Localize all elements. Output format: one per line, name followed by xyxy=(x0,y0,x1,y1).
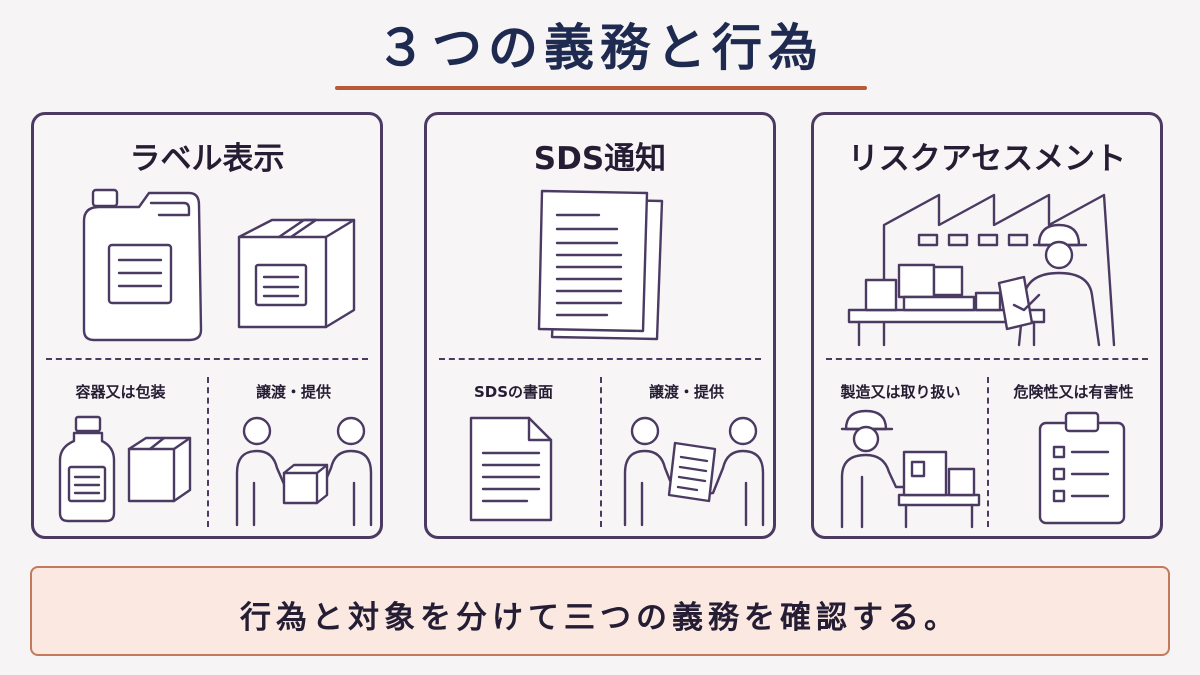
subtitle-left: 製造又は取り扱い xyxy=(840,383,961,401)
divider xyxy=(987,377,989,527)
title-underline xyxy=(335,86,867,90)
factory-inspector-icon xyxy=(847,193,1116,347)
divider xyxy=(46,358,368,360)
panel-sds-notice: SDS通知 SDSの書面 譲渡・提供 xyxy=(424,112,776,539)
clipboard-checklist-icon xyxy=(1038,411,1126,525)
divider xyxy=(439,358,761,360)
page-title: ３つの義務と行為 xyxy=(376,19,824,77)
bottle-icon xyxy=(58,415,116,523)
panel-risk-assessment: リスクアセスメント 製造又は取り扱い 危険性又は有害性 xyxy=(811,112,1163,539)
handover-document-icon xyxy=(623,416,765,527)
divider xyxy=(826,358,1148,360)
subtitle-left: 容器又は包装 xyxy=(75,383,166,401)
subtitle-right: 譲渡・提供 xyxy=(255,383,331,401)
document-icon xyxy=(469,416,553,522)
panel-label-display: ラベル表示 容器又は包装 譲渡・提供 xyxy=(31,112,383,539)
summary-text: 行為と対象を分けて三つの義務を確認する。 xyxy=(240,600,960,636)
panel-title: リスクアセスメント xyxy=(847,141,1127,177)
small-box-icon xyxy=(127,436,192,503)
panel-title: ラベル表示 xyxy=(129,141,285,177)
subtitle-right: 危険性又は有害性 xyxy=(1013,383,1134,401)
divider xyxy=(600,377,602,527)
box-icon xyxy=(237,218,356,329)
panel-title: SDS通知 xyxy=(533,141,667,177)
document-stack-icon xyxy=(537,189,664,341)
canister-icon xyxy=(82,188,203,342)
worker-machine-icon xyxy=(840,409,981,529)
summary-banner: 行為と対象を分けて三つの義務を確認する。 xyxy=(30,566,1170,656)
subtitle-right: 譲渡・提供 xyxy=(648,383,724,401)
divider xyxy=(207,377,209,527)
subtitle-left: SDSの書面 xyxy=(473,383,554,401)
handover-box-icon xyxy=(235,416,373,527)
